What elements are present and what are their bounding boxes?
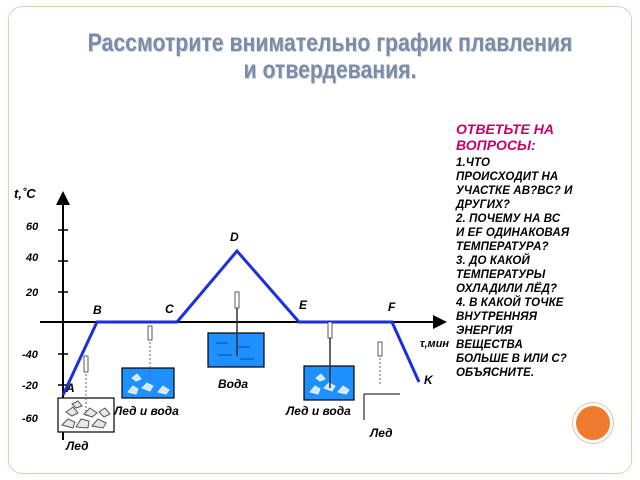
caption-ice-right: Лед xyxy=(369,426,392,440)
question-line: ТЕМПЕРАТУРА? xyxy=(456,241,549,253)
question-line: 4. В КАКОЙ ТОЧКЕ xyxy=(456,297,564,309)
temperature-curve xyxy=(61,248,421,396)
x-axis-label: τ,мин xyxy=(420,338,449,350)
question-line: ВНУТРЕННЯЯ xyxy=(456,311,538,323)
beaker-ice-water-left xyxy=(121,325,175,399)
decorative-orange-circle xyxy=(576,406,610,440)
caption-ice-left: Лед xyxy=(65,439,88,453)
question-line: ОБЪЯСНИТЕ. xyxy=(456,367,535,379)
slide-frame xyxy=(8,6,632,474)
point-label-b: B xyxy=(93,303,102,317)
slide-title: Рассмотрите внимательно график плавления… xyxy=(75,30,585,84)
question-line: 2. ПОЧЕМУ НА ВС xyxy=(456,213,561,225)
question-line: ЭНЕРГИЯ xyxy=(456,325,513,337)
title-line-2: и отвердевания. xyxy=(243,56,417,84)
beaker-ice-left xyxy=(57,355,115,433)
beaker-water xyxy=(207,291,265,368)
question-lines: 1.ЧТО ПРОИСХОДИТ НА УЧАСТКЕ АВ?ВС? И ДРУ… xyxy=(456,156,640,380)
point-label-e: E xyxy=(299,298,308,312)
questions-heading: ОТВЕТЬТЕ НА ВОПРОСЫ: xyxy=(456,121,640,153)
question-line: ОХЛАДИЛИ ЛЁД? xyxy=(456,283,558,295)
question-line: ПРОИСХОДИТ НА xyxy=(456,171,559,183)
y-tick-label: -40 xyxy=(22,349,39,361)
question-line: УЧАСТКЕ АВ?ВС? И xyxy=(456,185,573,197)
question-line: И EF ОДИНАКОВАЯ xyxy=(456,227,570,239)
point-label-k: K xyxy=(424,373,434,387)
beaker-ice-right xyxy=(363,341,400,420)
questions-heading-line-1: ОТВЕТЬТЕ НА xyxy=(456,121,554,137)
question-line: ТЕМПЕРАТУРЫ xyxy=(456,269,546,281)
y-tick-label: 20 xyxy=(25,287,39,299)
question-line: 1.ЧТО xyxy=(456,157,491,169)
caption-water: Вода xyxy=(218,377,248,391)
question-line: 3. ДО КАКОЙ xyxy=(456,255,530,267)
question-line: ВЕЩЕСТВА xyxy=(456,339,523,351)
y-axis-label: t,˚C xyxy=(14,186,36,201)
questions-block: ОТВЕТЬТЕ НА ВОПРОСЫ: 1.ЧТО ПРОИСХОДИТ НА… xyxy=(456,121,640,380)
point-label-a: A xyxy=(65,381,75,395)
question-line: БОЛЬШЕ В ИЛИ С? xyxy=(456,353,567,365)
y-tick-label: -20 xyxy=(22,380,39,392)
point-label-f: F xyxy=(388,300,396,314)
question-line: ДРУГИХ? xyxy=(456,199,511,211)
beaker-ice-water-right xyxy=(303,321,355,401)
questions-heading-line-2: ВОПРОСЫ: xyxy=(456,137,536,153)
y-tick-label: 60 xyxy=(26,221,39,233)
title-line-1: Рассмотрите внимательно график плавления xyxy=(87,29,573,57)
point-label-d: D xyxy=(230,230,239,244)
y-tick-label: 40 xyxy=(25,252,39,264)
caption-ice-water-right: Лед и вода xyxy=(285,404,351,418)
y-tick-label: -60 xyxy=(22,413,39,425)
point-label-c: C xyxy=(165,302,174,316)
caption-ice-water-left: Лед и вода xyxy=(113,404,179,418)
